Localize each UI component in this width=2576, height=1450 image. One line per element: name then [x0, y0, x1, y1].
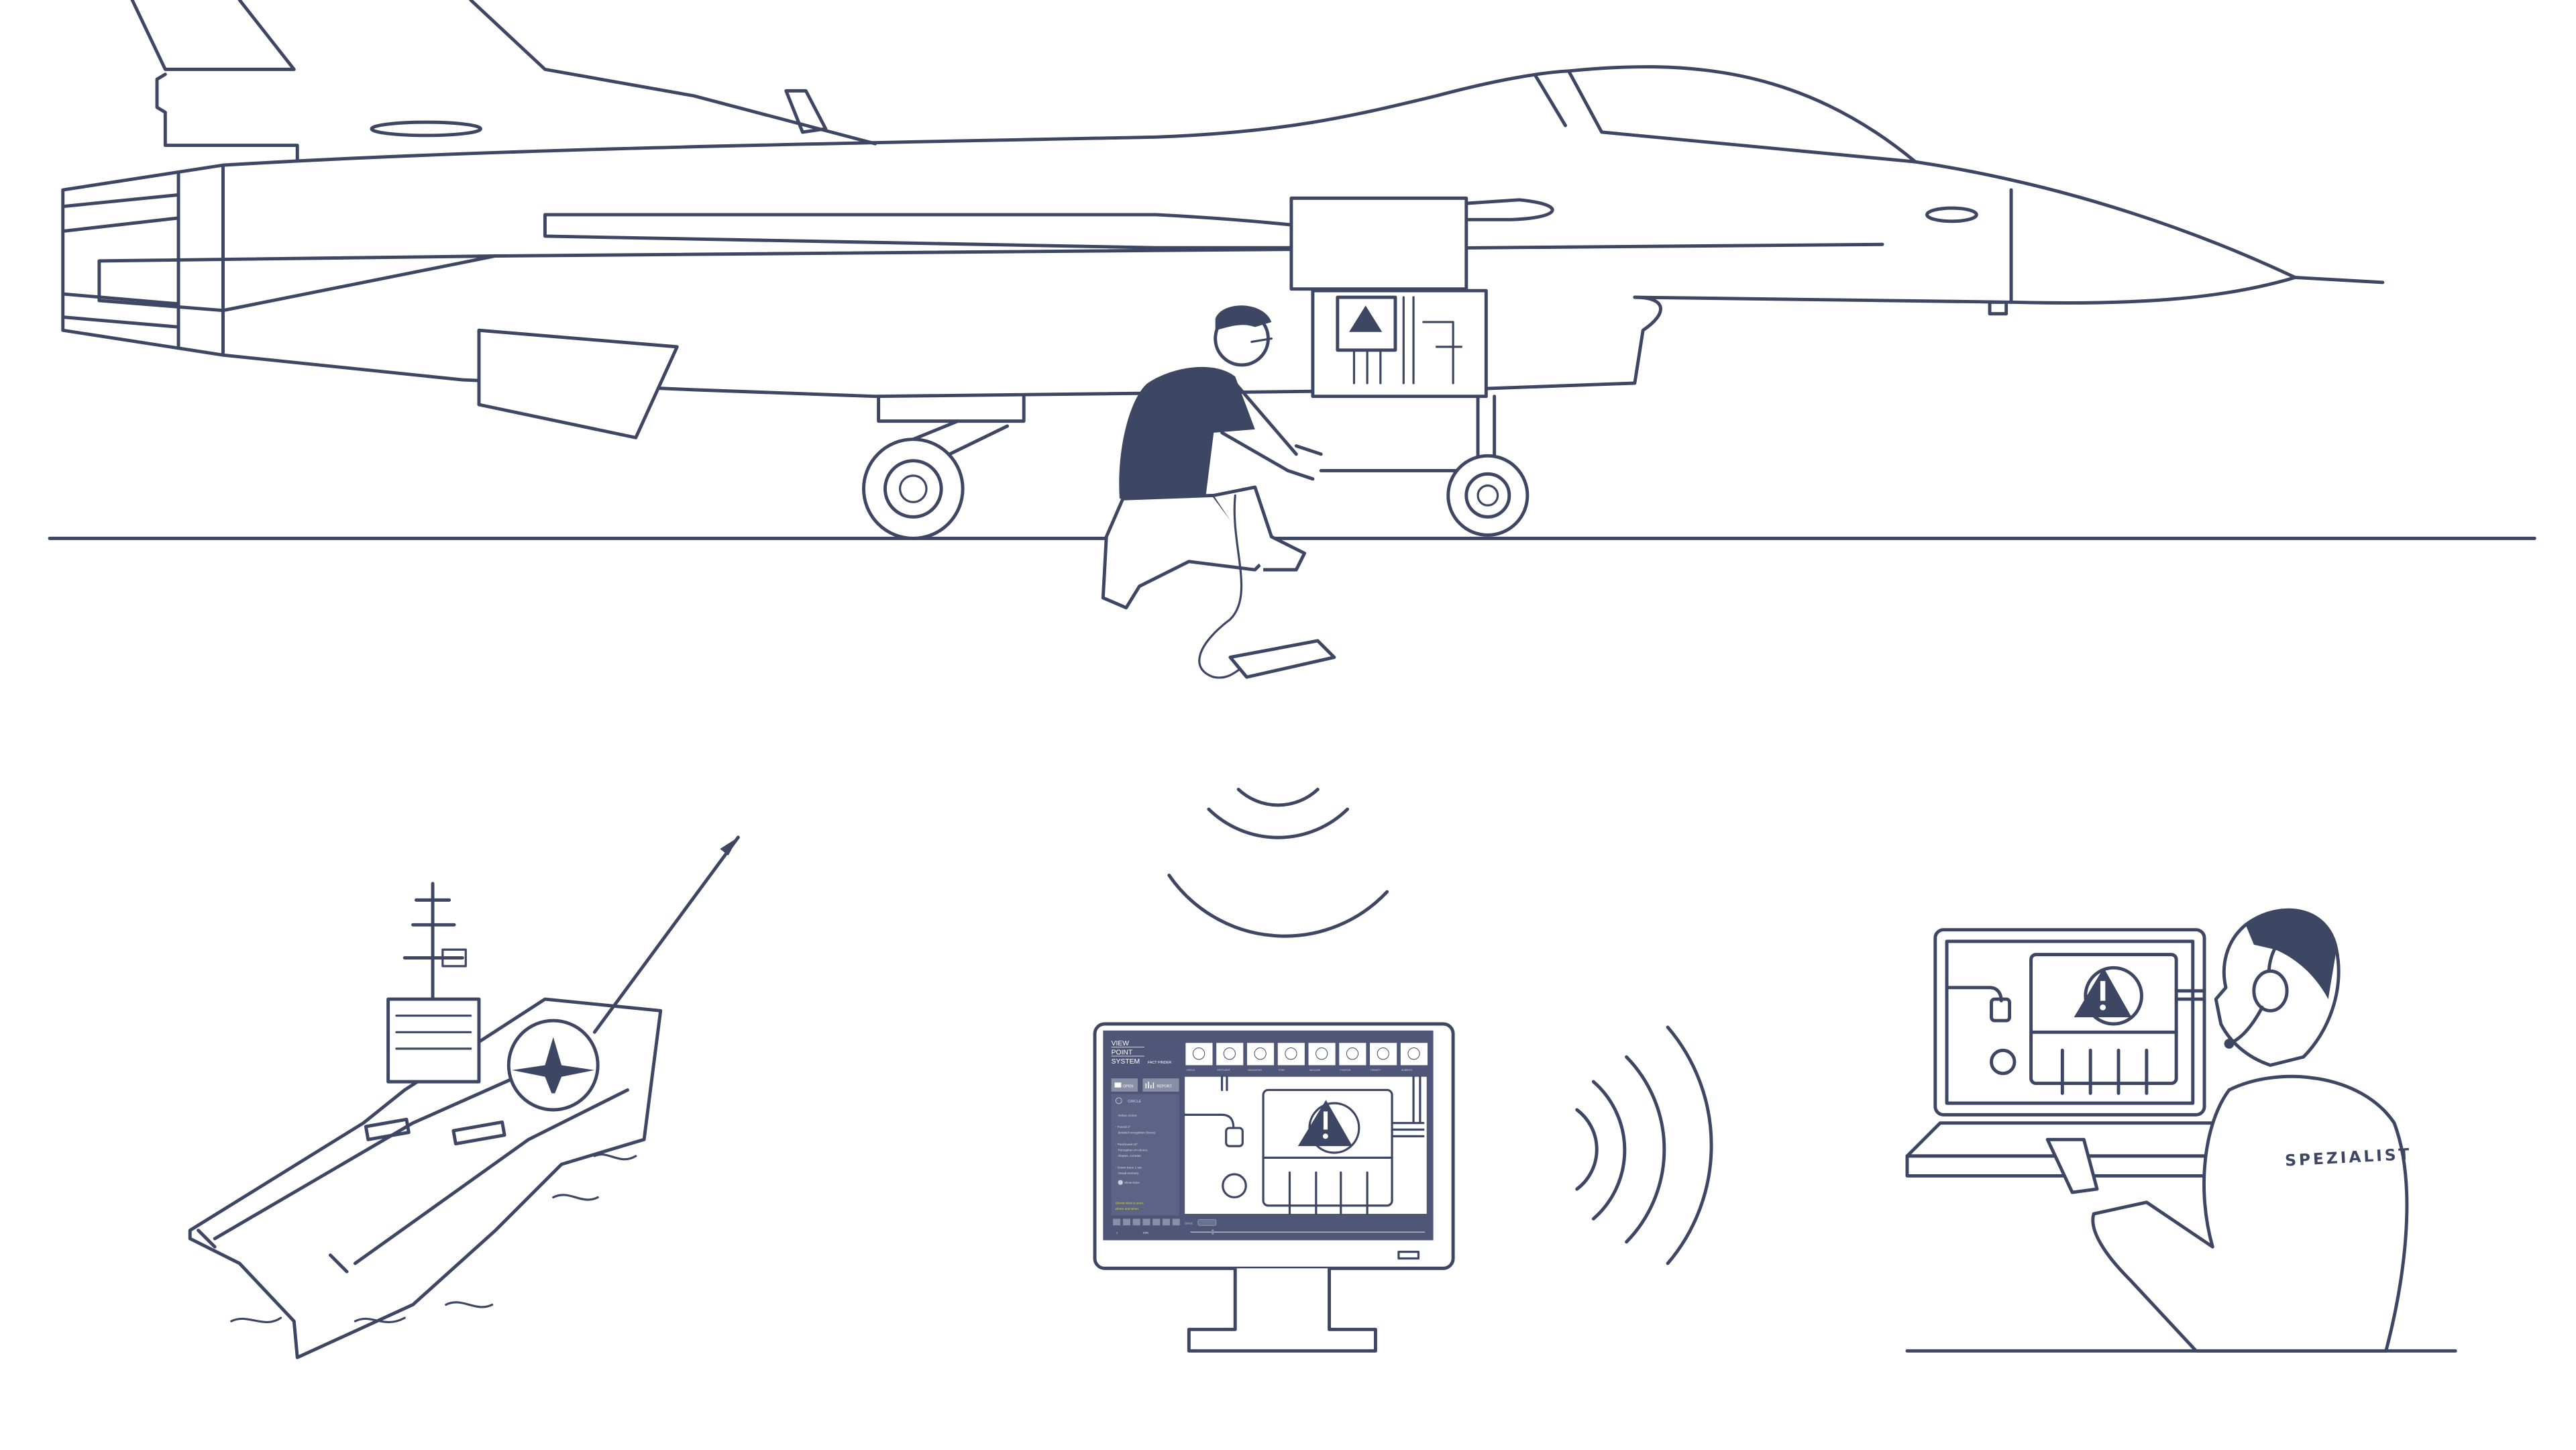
bar-chart-icon: [1145, 1082, 1155, 1088]
product-name: FACT FINDER: [1148, 1061, 1171, 1065]
show-trace-toggle[interactable]: show trace: [1118, 1180, 1140, 1185]
circle-icon: [1192, 1047, 1205, 1060]
pause-button[interactable]: [1122, 1219, 1130, 1226]
svg-text:show trace: show trace: [1124, 1181, 1140, 1184]
fixation-icon: [1346, 1047, 1359, 1060]
frame-start: 1: [1116, 1231, 1118, 1235]
signal-waves-upper: [1167, 788, 1389, 938]
svg-text:Perception of colours,: Perception of colours,: [1118, 1149, 1148, 1152]
report-button[interactable]: REPORT: [1142, 1078, 1179, 1092]
analysis-monitor: VIEW POINT SYSTEM FACT FINDER CIRCLE SPOT…: [1093, 1022, 1455, 1353]
svg-text:- Green trace 1 sec: - Green trace 1 sec: [1116, 1166, 1143, 1169]
svg-text:detailed recognition (focus): detailed recognition (focus): [1118, 1131, 1155, 1135]
skip-end-button[interactable]: [1162, 1219, 1171, 1226]
play-button[interactable]: [1132, 1219, 1140, 1226]
specialist-person: SPEZIALIST: [2045, 908, 2412, 1353]
folder-icon: [1114, 1082, 1122, 1088]
tool-label: FIXATION: [1340, 1069, 1351, 1072]
goto-input[interactable]: [1197, 1219, 1217, 1226]
saccade-icon: [1316, 1047, 1328, 1060]
tool-label: CIRCLE: [1187, 1069, 1195, 1072]
logo-system: SYSTEM: [1112, 1058, 1140, 1066]
tool-label: NAVIGATION: [1248, 1069, 1262, 1072]
svg-text:OPEN: OPEN: [1123, 1084, 1133, 1088]
note-line-2: where and when: [1116, 1207, 1139, 1210]
tool-button-circle[interactable]: CIRCLE: [1185, 1043, 1213, 1072]
video-canvas[interactable]: [1183, 1076, 1427, 1215]
density-icon: [1377, 1047, 1389, 1060]
tool-button-density[interactable]: DENSITY: [1370, 1043, 1397, 1072]
info-panel: CIRCLE Yellow circles: - Foveal 2° detai…: [1111, 1094, 1179, 1216]
circle-tool-icon: [1115, 1097, 1122, 1104]
frame-end: 1001: [1142, 1231, 1148, 1235]
svg-text:- Foveal 2°: - Foveal 2°: [1116, 1125, 1131, 1129]
slow-forward-button[interactable]: [1152, 1219, 1161, 1226]
tool-button-navigation[interactable]: NAVIGATION: [1246, 1043, 1275, 1072]
svg-text:REPORT: REPORT: [1157, 1084, 1172, 1088]
transport-controls: 1 1001 Go to:: [1113, 1219, 1426, 1235]
open-button[interactable]: OPEN: [1111, 1078, 1138, 1092]
skip-start-button[interactable]: [1113, 1219, 1121, 1226]
spotlight-icon: [1223, 1047, 1236, 1060]
goto-label: Go to:: [1185, 1222, 1193, 1225]
star-icon: [1285, 1047, 1297, 1060]
tool-label: BUBBLES: [1401, 1069, 1413, 1072]
tablet: [1228, 639, 1336, 679]
note-line-1: Shows what is seen,: [1116, 1201, 1144, 1204]
svg-text:shapes, contrast: shapes, contrast: [1118, 1154, 1141, 1157]
fighter-jet: [61, 0, 2385, 540]
tool-button-bubbles[interactable]: BUBBLES: [1400, 1043, 1428, 1072]
step-forward-button[interactable]: [1142, 1219, 1150, 1226]
bubbles-icon: [1407, 1047, 1420, 1060]
tool-button-fixation[interactable]: FIXATION: [1339, 1043, 1366, 1072]
tool-label: SPOTLIGHT: [1217, 1069, 1230, 1072]
svg-text:Yellow circles:: Yellow circles:: [1118, 1114, 1137, 1117]
svg-text:CIRCLE: CIRCLE: [1128, 1100, 1141, 1104]
svg-text:- Parafoveal 10°: - Parafoveal 10°: [1116, 1143, 1138, 1146]
logo-view: VIEW: [1112, 1040, 1130, 1047]
mechanic: [1101, 305, 1323, 679]
camera-button[interactable]: [1172, 1219, 1180, 1226]
tool-button-spotlight[interactable]: SPOTLIGHT: [1216, 1043, 1244, 1072]
tool-button-star[interactable]: STAR: [1277, 1043, 1305, 1072]
tool-button-saccade[interactable]: SACCADE: [1308, 1043, 1336, 1072]
logo-point: POINT: [1112, 1049, 1133, 1057]
navigation-icon: [1254, 1047, 1267, 1060]
timeline-track[interactable]: [1190, 1231, 1426, 1233]
timeline-handle[interactable]: [1212, 1229, 1214, 1235]
tool-label: STAR: [1279, 1069, 1285, 1072]
aircraft-carrier: [188, 835, 740, 1359]
tool-label: DENSITY: [1371, 1069, 1381, 1072]
signal-waves-right: [1575, 1025, 1713, 1265]
svg-text:Visual memory: Visual memory: [1118, 1172, 1138, 1175]
tool-label: SACCADE: [1309, 1069, 1321, 1072]
